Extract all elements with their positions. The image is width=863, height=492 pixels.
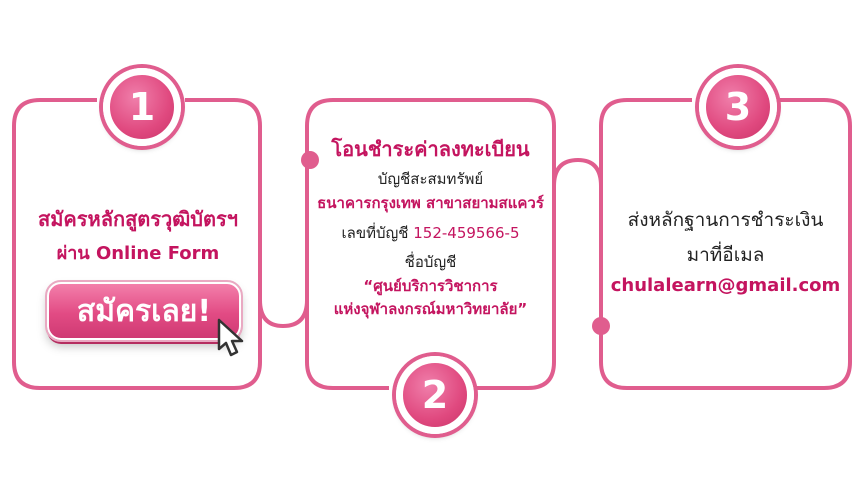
- step-2-account-type: บัญชีสะสมทรัพย์: [377, 170, 484, 188]
- step-2-account-name-line-1: “ศูนย์บริการวิชาการ: [363, 277, 498, 295]
- apply-now-button[interactable]: สมัครเลย!: [45, 280, 243, 342]
- step-1-line-2: ผ่าน Online Form: [56, 243, 220, 264]
- step-3-badge: 3: [699, 68, 777, 146]
- step-2-account-number: 152-459566-5: [413, 224, 520, 242]
- step-3-number: 3: [724, 85, 752, 129]
- step-3-email[interactable]: chulalearn@gmail.com: [610, 275, 841, 296]
- mouse-pointer-icon: [217, 318, 244, 357]
- step-3-line-2: มาที่อีเมล: [686, 244, 765, 266]
- step-3-line-1: ส่งหลักฐานการชำระเงิน: [627, 209, 824, 231]
- step-2-title: โอนชำระค่าลงทะเบียน: [331, 137, 530, 161]
- step-1-badge: 1: [103, 68, 181, 146]
- step-2-account-name-line-2: แห่งจุฬาลงกรณ์มหาวิทยาลัย”: [333, 300, 528, 318]
- step-2-bank: ธนาคารกรุงเทพ สาขาสยามสแควร์: [317, 194, 544, 212]
- apply-now-button-label: สมัครเลย!: [76, 293, 212, 329]
- step-2-number: 2: [421, 373, 449, 417]
- step-1-line-1: สมัครหลักสูตรวุฒิบัตรฯ: [38, 207, 238, 231]
- step-2-account-number-row: เลขที่บัญชี 152-459566-5: [307, 221, 554, 245]
- step-2-badge: 2: [396, 356, 474, 434]
- step-2-account-number-label: เลขที่บัญชี: [341, 224, 409, 242]
- step-2-account-name-label: ชื่อบัญชี: [404, 253, 457, 271]
- step-1-number: 1: [128, 85, 156, 129]
